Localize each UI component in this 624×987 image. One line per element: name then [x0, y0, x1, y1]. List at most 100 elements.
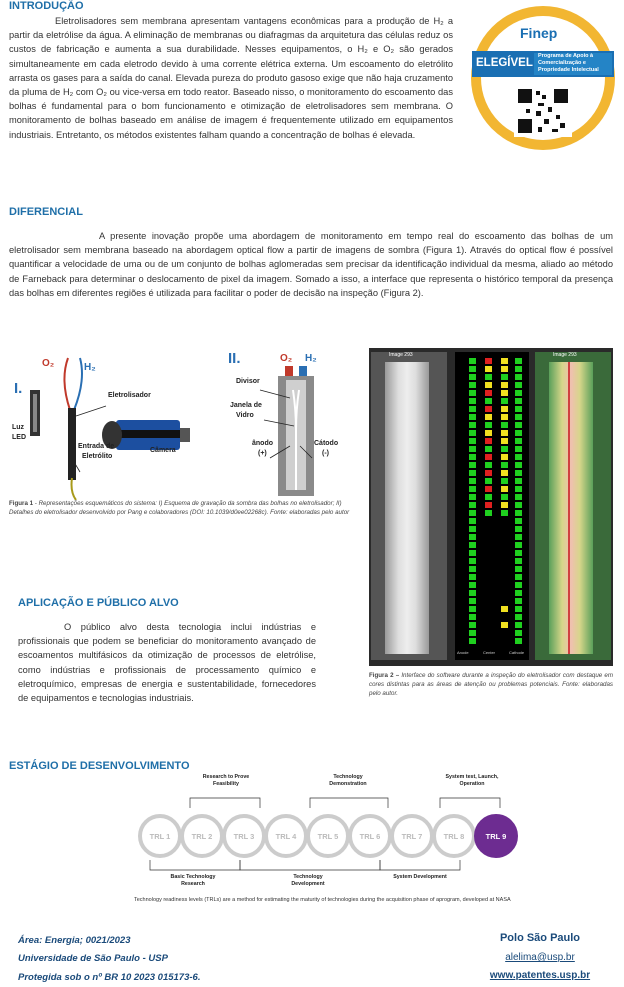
heatmap-cell — [485, 550, 492, 556]
footer-polo: Polo São Paulo — [499, 932, 581, 944]
heatmap-cell — [485, 382, 492, 388]
heatmap-cell — [485, 430, 492, 436]
heatmap-cell — [469, 630, 476, 636]
trl-bottom-3: System Development — [393, 874, 447, 880]
eligible-label: ELEGÍVEL — [476, 57, 533, 69]
diff-text: A presente inovação propõe uma abordagem… — [9, 231, 613, 298]
heatmap-cell — [515, 638, 522, 644]
heatmap-cell — [515, 590, 522, 596]
heatmap-cell — [501, 358, 508, 364]
trl-level-9: TRL 9 — [474, 814, 518, 858]
trl-bottom-1: Basic Technology Research — [170, 874, 216, 887]
heatmap-cell — [515, 454, 522, 460]
heatmap-cell — [485, 494, 492, 500]
heatmap-cell — [469, 534, 476, 540]
heatmap-cell — [469, 558, 476, 564]
footer-site[interactable]: www.patentes.usp.br — [489, 970, 591, 981]
heatmap-cell — [469, 622, 476, 628]
heatmap-panel — [455, 352, 529, 660]
heatmap-cell — [469, 526, 476, 532]
heatmap-cell — [485, 478, 492, 484]
o2-label-2: O₂ — [280, 353, 293, 364]
heatmap-cell — [515, 606, 522, 612]
heatmap-cell — [501, 366, 508, 372]
footer-univ: Universidade de São Paulo - USP — [18, 953, 168, 964]
anodo-label: ânodo — [252, 440, 273, 447]
heatmap-cell — [485, 574, 492, 580]
heatmap-cell — [501, 470, 508, 476]
heatmap-cell — [501, 454, 508, 460]
heatmap-cell — [515, 406, 522, 412]
led-label: LED — [12, 434, 26, 441]
heatmap-cell — [501, 622, 508, 628]
figure-1: I. O₂ H₂ Eletrolisador Câmera Luz LED En… — [8, 350, 358, 501]
heatmap-cell — [485, 526, 492, 532]
heatmap-cell — [501, 446, 508, 452]
heatmap-cell — [485, 590, 492, 596]
trl-top-1: Research to Prove Feasibility — [202, 774, 250, 787]
heatmap-cell — [515, 438, 522, 444]
heatmap-cell — [515, 422, 522, 428]
heatmap-cell — [515, 574, 522, 580]
heatmap-cell — [469, 502, 476, 508]
heatmap-cell — [469, 478, 476, 484]
heatmap-cell — [501, 462, 508, 468]
heatmap-cell — [515, 486, 522, 492]
heatmap-cell — [515, 494, 522, 500]
heatmap-cell — [501, 502, 508, 508]
footer-patent: Protegida sob o nº BR 10 2023 015173-6. — [18, 972, 201, 983]
heatmap-cell — [515, 478, 522, 484]
heatmap-cell — [501, 486, 508, 492]
shadow-image-right — [535, 352, 611, 660]
heatmap-cell — [469, 446, 476, 452]
heatmap-cell — [485, 486, 492, 492]
program-label: Programa de Apoio à Comercialização e Pr… — [538, 53, 599, 73]
heatmap-cell — [469, 414, 476, 420]
heatmap-cell — [485, 374, 492, 380]
image-label-left: Image 293 — [389, 352, 413, 358]
heatmap-cell — [515, 358, 522, 364]
heatmap-cell — [469, 598, 476, 604]
heatmap-cell — [515, 518, 522, 524]
heatmap-cell — [469, 398, 476, 404]
heatmap-cell — [515, 390, 522, 396]
heatmap-cell — [515, 430, 522, 436]
heatmap-cell — [469, 518, 476, 524]
heatmap-cell — [469, 494, 476, 500]
heatmap-cell — [515, 598, 522, 604]
footer-email[interactable]: alelima@usp.br — [505, 952, 575, 963]
heatmap-cell — [515, 510, 522, 516]
heatmap-cell — [485, 414, 492, 420]
heatmap-cell — [469, 406, 476, 412]
heatmap-cell — [485, 518, 492, 524]
heatmap-cell — [485, 638, 492, 644]
heatmap-anode: Anode — [457, 650, 469, 655]
heatmap-cell — [501, 526, 508, 532]
figure-2: Image 293 Anode Center Cathode Image 293 — [369, 348, 613, 666]
heatmap-cell — [501, 390, 508, 396]
trl-top-3: System test, Launch, Operation — [445, 774, 499, 787]
trl-level-2: TRL 2 — [180, 814, 224, 858]
heatmap-cell — [485, 358, 492, 364]
heatmap-cell — [515, 558, 522, 564]
heatmap-cell — [485, 542, 492, 548]
heatmap-cell — [469, 438, 476, 444]
heatmap-cell — [501, 494, 508, 500]
catodo-sign: (-) — [322, 450, 329, 457]
heatmap-cell — [485, 558, 492, 564]
heatmap-cell — [501, 598, 508, 604]
heatmap-cell — [515, 526, 522, 532]
heatmap-cell — [515, 550, 522, 556]
heatmap-cell — [501, 430, 508, 436]
o2-label-1: O₂ — [42, 358, 55, 369]
catodo-label: Cátodo — [314, 440, 339, 447]
heatmap-cell — [501, 582, 508, 588]
intro-title: INTRODUÇÃO — [9, 0, 84, 12]
roman-ii: II. — [228, 350, 241, 367]
heatmap-cell — [515, 414, 522, 420]
finep-eligible-badge: Finep ELEGÍVEL Programa de Apoio à Comer… — [468, 3, 618, 153]
heatmap-cell — [485, 422, 492, 428]
heatmap-cell — [485, 470, 492, 476]
heatmap-cell — [515, 582, 522, 588]
heatmap-cell — [485, 366, 492, 372]
